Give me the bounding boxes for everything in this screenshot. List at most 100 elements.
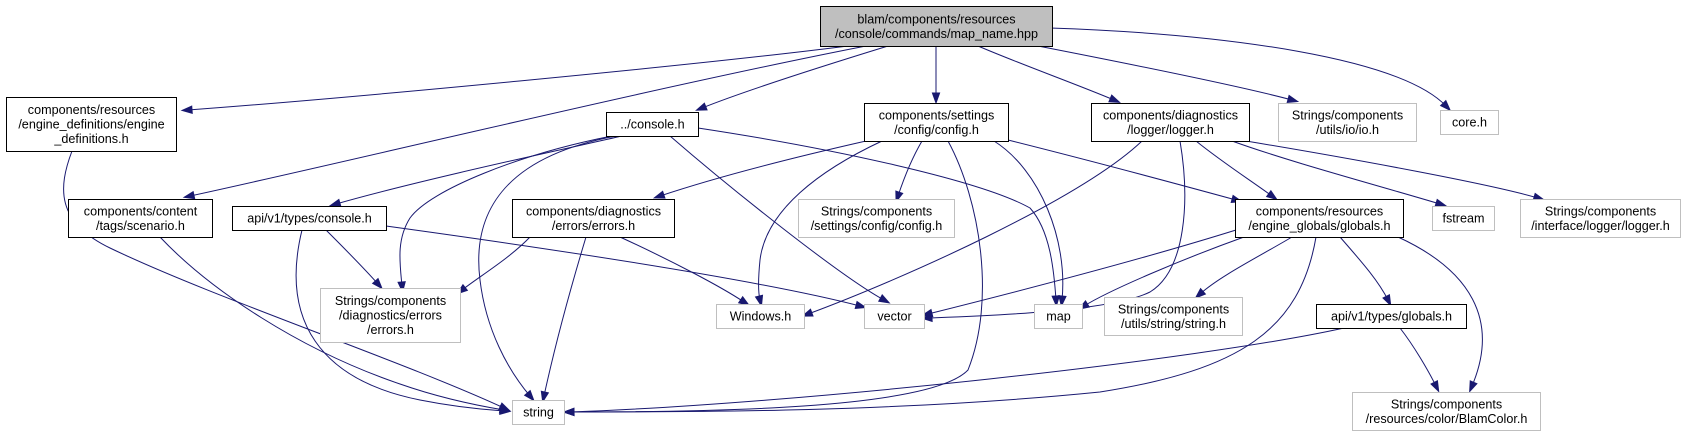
- node-box: [820, 6, 1053, 47]
- edge-line: [758, 140, 883, 301]
- edge-line: [897, 140, 923, 197]
- node-box: [1432, 206, 1495, 231]
- node-fstream[interactable]: fstream: [1432, 206, 1495, 231]
- arrowhead: [754, 294, 764, 308]
- edge-root-to-config_h: [931, 46, 941, 105]
- edge-line: [1199, 236, 1293, 295]
- edge-api_console_h-to-string: [295, 229, 512, 415]
- edge-line: [701, 45, 889, 109]
- node-label-line: /errors/errors.h: [552, 219, 635, 233]
- node-label-line: /console/commands/map_name.hpp: [835, 27, 1038, 41]
- node-box: [798, 199, 955, 238]
- arrowhead: [1430, 380, 1440, 393]
- edges-layer: [63, 27, 1546, 417]
- edge-errors_h-to-str_errors_h: [456, 236, 531, 295]
- node-globals-h[interactable]: components/resources/engine_globals/glob…: [1235, 199, 1404, 238]
- node-vector[interactable]: vector: [864, 304, 925, 329]
- arrowhead: [1382, 294, 1392, 307]
- node-str-errors-h[interactable]: Strings/components/diagnostics/errors/er…: [320, 288, 461, 343]
- node-logger-h[interactable]: components/diagnostics/logger/logger.h: [1091, 103, 1250, 142]
- arrowhead: [1469, 380, 1478, 393]
- node-label-line: /logger/logger.h: [1127, 123, 1214, 137]
- node-label-line: ../console.h: [620, 118, 684, 132]
- edge-line: [1231, 140, 1441, 205]
- node-blamcolor-h[interactable]: Strings/components/resources/color/BlamC…: [1352, 392, 1541, 431]
- node-windows-h[interactable]: Windows.h: [716, 304, 805, 329]
- node-box: [1352, 392, 1541, 431]
- node-box: [512, 400, 565, 425]
- edge-root-to-scenario_h: [182, 45, 867, 200]
- node-box: [716, 304, 805, 329]
- edge-line: [1245, 140, 1539, 199]
- node-string[interactable]: string: [512, 400, 565, 425]
- node-box: [512, 199, 675, 238]
- edge-line: [993, 140, 1064, 301]
- edge-api_globals_h-to-blamcolor_h: [1399, 327, 1440, 393]
- edge-logger_h-to-windows_h: [800, 140, 1143, 317]
- edge-root-to-logger_h: [977, 45, 1121, 103]
- node-box: [1278, 103, 1417, 142]
- node-scenario-h[interactable]: components/content/tags/scenario.h: [68, 199, 213, 238]
- node-label-line: _definitions.h: [53, 132, 128, 146]
- node-label-line: components/settings: [879, 108, 995, 122]
- node-label-line: /errors.h: [367, 323, 414, 337]
- node-label-line: /config/config.h: [894, 123, 979, 137]
- edge-config_h-to-errors_h: [652, 140, 867, 199]
- edge-line: [697, 127, 1057, 301]
- edge-line: [189, 45, 867, 197]
- edge-line: [1399, 327, 1437, 387]
- edge-root-to-console_h: [695, 45, 889, 111]
- edge-api_console_h-to-vector: [385, 225, 868, 310]
- node-engine-defs[interactable]: components/resources/engine_definitions/…: [6, 97, 177, 152]
- edge-line: [385, 225, 861, 307]
- edge-line: [927, 229, 1237, 315]
- node-label-line: map: [1046, 310, 1071, 324]
- node-box: [1034, 304, 1083, 329]
- node-label-line: api/v1/types/console.h: [247, 212, 372, 226]
- arrowhead: [1286, 94, 1300, 103]
- node-errors-h[interactable]: components/diagnostics/errors/errors.h: [512, 199, 675, 238]
- node-label-line: /utils/string/string.h: [1121, 317, 1226, 331]
- node-console-h[interactable]: ../console.h: [606, 112, 699, 137]
- node-io-h[interactable]: Strings/components/utils/io/io.h: [1278, 103, 1417, 142]
- node-map[interactable]: map: [1034, 304, 1083, 329]
- node-config-h[interactable]: components/settings/config/config.h: [864, 103, 1009, 142]
- edge-line: [927, 140, 1186, 319]
- arrowhead: [397, 281, 406, 294]
- edge-engine_defs-to-string: [63, 150, 511, 412]
- edge-errors_h-to-string: [540, 236, 587, 404]
- edge-api_globals_h-to-string: [562, 327, 1345, 417]
- node-box: [1520, 199, 1681, 238]
- node-label-line: Strings/components: [1545, 204, 1656, 218]
- node-api-console-h[interactable]: api/v1/types/console.h: [232, 206, 387, 231]
- edge-root-to-io_h: [1037, 45, 1300, 103]
- arrowhead: [800, 308, 814, 317]
- node-label-line: components/diagnostics: [1103, 108, 1238, 122]
- edge-line: [478, 135, 617, 397]
- node-box: [1091, 103, 1250, 142]
- edge-line: [335, 135, 623, 205]
- node-box: [864, 103, 1009, 142]
- arrowhead: [1051, 295, 1061, 308]
- node-core-h[interactable]: core.h: [1440, 110, 1499, 135]
- arrowhead: [180, 105, 193, 114]
- edge-console_h-to-api_console_h: [328, 135, 623, 207]
- edge-line: [1195, 140, 1273, 197]
- node-str-config-h[interactable]: Strings/components/settings/config/confi…: [798, 199, 955, 238]
- node-api-globals-h[interactable]: api/v1/types/globals.h: [1316, 304, 1467, 329]
- node-root[interactable]: blam/components/resources/console/comman…: [820, 6, 1053, 47]
- edge-logger_h-to-str_logger_h: [1245, 140, 1546, 201]
- node-str-string-h[interactable]: Strings/components/utils/string/string.h: [1104, 297, 1243, 336]
- arrowhead: [1439, 99, 1452, 112]
- node-label-line: Windows.h: [730, 310, 792, 324]
- node-str-logger-h[interactable]: Strings/components/interface/logger/logg…: [1520, 199, 1681, 238]
- node-label-line: components/diagnostics: [526, 204, 661, 218]
- edge-line: [63, 150, 505, 409]
- node-box: [1316, 304, 1467, 329]
- edge-line: [807, 140, 1143, 315]
- edge-line: [187, 45, 849, 111]
- node-label-line: /settings/config/config.h: [811, 219, 943, 233]
- node-label-line: Strings/components: [821, 204, 932, 218]
- node-label-line: /engine_globals/globals.h: [1248, 219, 1390, 233]
- node-label-line: fstream: [1443, 212, 1485, 226]
